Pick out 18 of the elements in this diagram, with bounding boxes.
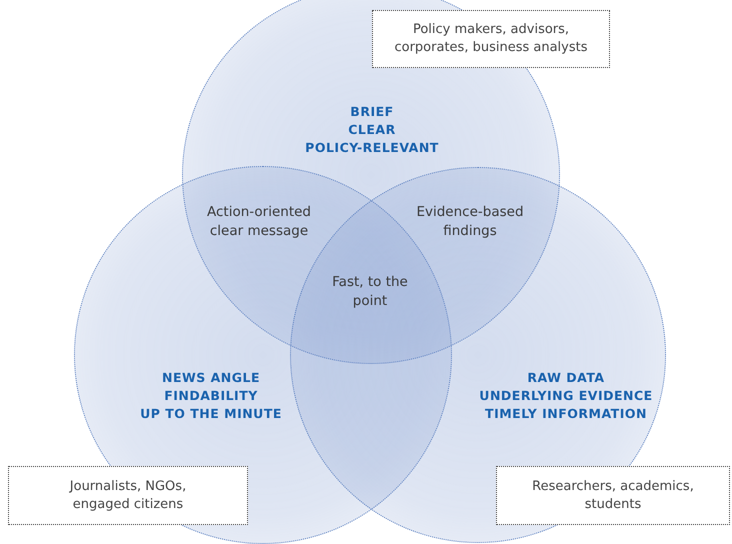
audience-box [372,10,610,68]
attribute-text: UNDERLYING EVIDENCE [479,387,653,405]
audience-box [496,466,730,525]
overlap-label: Evidence-based findings [415,203,525,241]
attribute-text: POLICY-RELEVANT [305,139,439,157]
attribute-text: FINDABILITY [163,387,259,405]
audience-box [8,466,248,525]
attribute-text: UP TO THE MINUTE [140,405,282,423]
overlap-label: Action-oriented clear message [206,203,312,241]
overlap-label: Fast, to the point [331,273,409,311]
attribute-text: BRIEF [349,103,395,121]
audience-text: Policy makers, advisors, corporates, business analysts [393,21,588,57]
attribute-text: RAW DATA [526,369,606,387]
attribute-text: TIMELY INFORMATION [484,405,648,423]
attribute-text: CLEAR [347,121,397,139]
audience-text: Researchers, academics, students [531,478,695,514]
attribute-text: NEWS ANGLE [160,369,262,387]
audience-text: Journalists, NGOs, engaged citizens [68,478,188,514]
